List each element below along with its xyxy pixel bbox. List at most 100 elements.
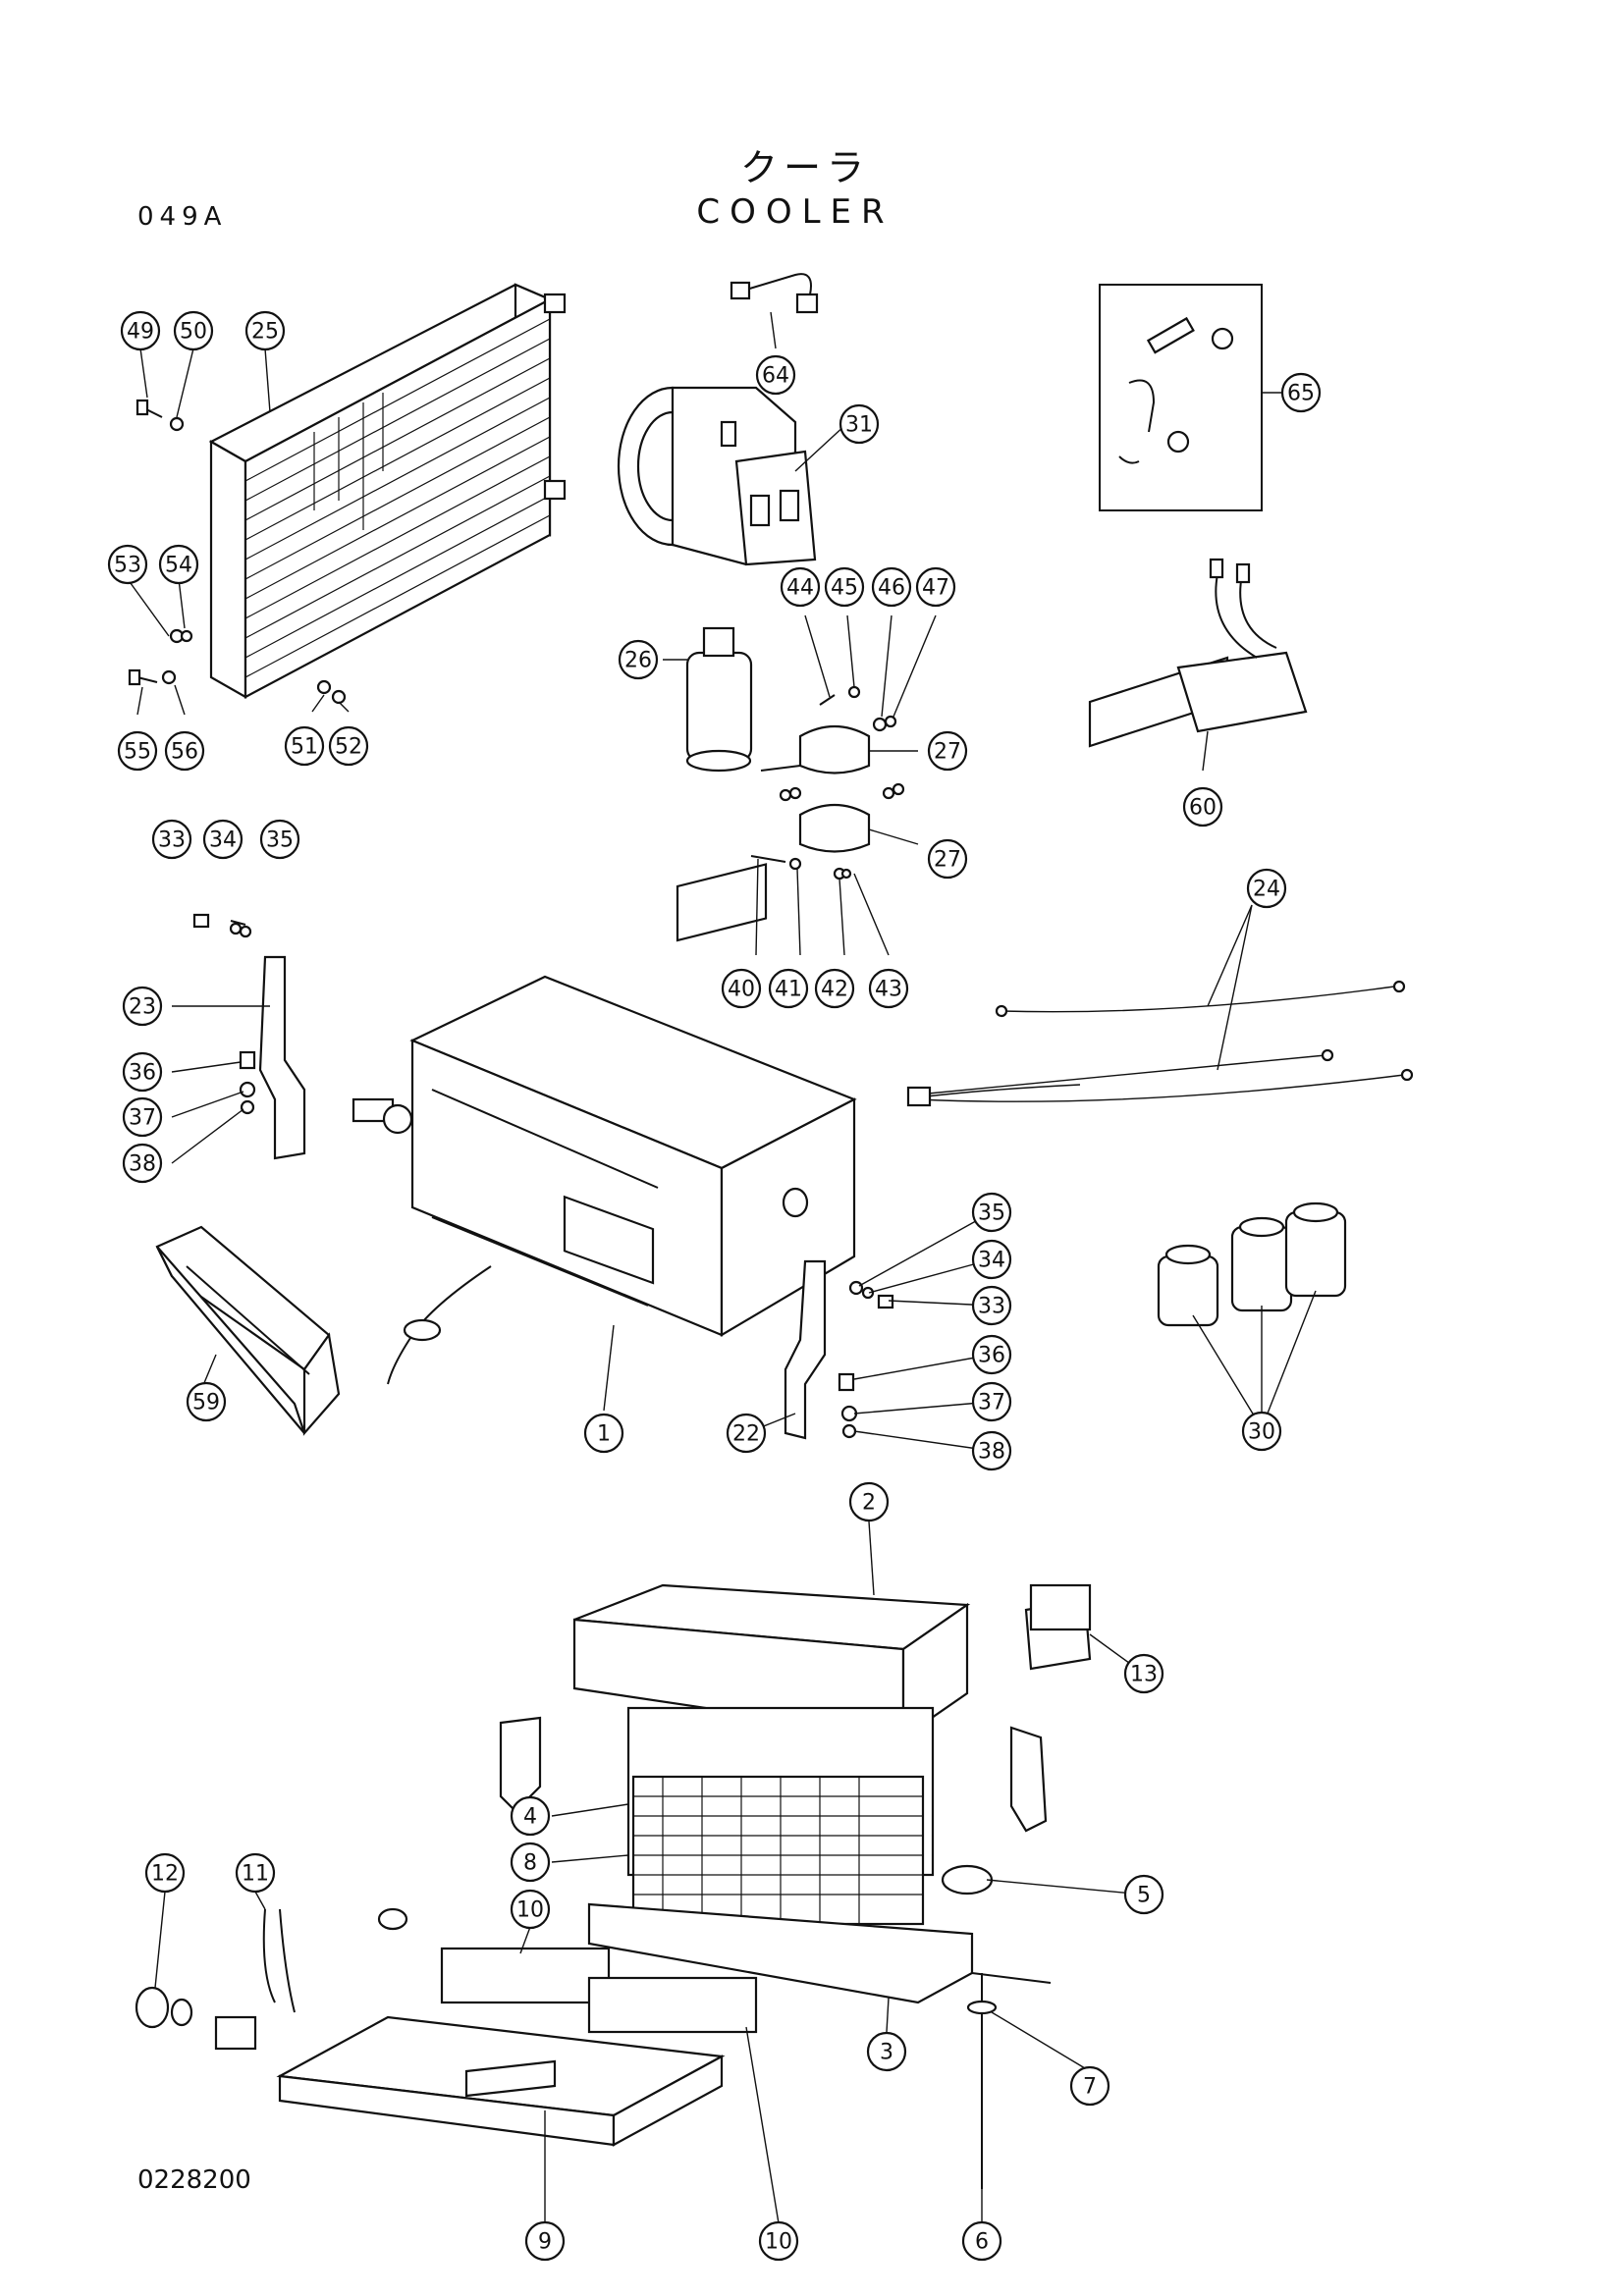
callout-label: 12 (151, 1862, 179, 1887)
callout-label: 43 (875, 978, 902, 1002)
callout-label: 36 (978, 1344, 1005, 1368)
receiver-drier-drawing (685, 626, 905, 881)
callout-4: 4 (510, 1795, 551, 1837)
callout-label: 41 (775, 978, 802, 1002)
title-japanese: クーラ (739, 146, 870, 189)
callout-46: 46 (871, 566, 912, 608)
callout-label: 5 (1137, 1884, 1151, 1908)
callout-label: 49 (127, 320, 154, 345)
callout-56: 56 (164, 730, 205, 772)
callout-37: 37 (971, 1381, 1012, 1422)
callout-label: 59 (192, 1391, 220, 1415)
callout-41: 41 (768, 968, 809, 1009)
callout-12: 12 (144, 1852, 186, 1894)
callout-34: 34 (971, 1239, 1012, 1280)
callout-label: 35 (266, 828, 294, 853)
compressor-drawing (617, 386, 817, 566)
callout-40: 40 (721, 968, 762, 1009)
callout-label: 46 (878, 576, 905, 601)
cooler-unit-drawing (352, 863, 857, 1385)
callout-43: 43 (868, 968, 909, 1009)
callout-label: 51 (291, 735, 318, 760)
blower-housing-drawing (499, 1583, 1092, 2004)
callout-label: 27 (934, 848, 961, 873)
callout-label: 52 (335, 735, 362, 760)
callout-label: 60 (1189, 796, 1217, 821)
mounting-bracket-drawing (192, 913, 894, 1440)
callout-label: 2 (862, 1491, 876, 1516)
callout-label: 10 (516, 1898, 544, 1923)
callout-label: 33 (158, 828, 186, 853)
callout-9: 9 (524, 2220, 566, 2262)
callout-53: 53 (107, 544, 148, 585)
callout-label: 3 (880, 2041, 893, 2065)
callout-54: 54 (158, 544, 199, 585)
callout-label: 31 (845, 413, 873, 438)
callout-13: 13 (1123, 1653, 1164, 1694)
callout-label: 64 (762, 364, 789, 389)
callout-5: 5 (1123, 1874, 1164, 1915)
callout-49: 49 (120, 310, 161, 351)
condenser-bolts-drawing (128, 399, 347, 705)
title-english: COOLER (696, 192, 894, 232)
callout-33: 33 (151, 819, 192, 860)
callout-label: 6 (975, 2230, 989, 2255)
callout-60: 60 (1182, 786, 1223, 828)
callout-label: 36 (129, 1061, 156, 1086)
callout-27: 27 (927, 730, 968, 772)
callout-label: 13 (1130, 1663, 1158, 1687)
callout-label: 35 (978, 1201, 1005, 1226)
condenser-drawing (208, 283, 567, 699)
callout-37: 37 (122, 1096, 163, 1138)
callout-36: 36 (971, 1334, 1012, 1375)
callout-64: 64 (755, 354, 796, 396)
callout-11: 11 (235, 1852, 276, 1894)
callout-30: 30 (1241, 1411, 1282, 1452)
callout-label: 38 (129, 1152, 156, 1177)
callout-1: 1 (583, 1413, 624, 1454)
page-code: 049A (137, 202, 228, 232)
callout-layer: 1234567891010111213222324252627273031333… (107, 310, 1322, 2262)
callout-label: 24 (1253, 878, 1280, 902)
callout-10: 10 (510, 1889, 551, 1930)
callout-6: 6 (961, 2220, 1002, 2262)
callout-label: 25 (251, 320, 279, 345)
leader-lines (127, 311, 1317, 2224)
callout-label: 22 (732, 1422, 760, 1447)
callout-label: 53 (114, 554, 141, 578)
callout-label: 54 (165, 554, 192, 578)
callout-65: 65 (1280, 372, 1322, 413)
callout-label: 33 (978, 1295, 1005, 1319)
callout-25: 25 (244, 310, 286, 351)
callout-50: 50 (173, 310, 214, 351)
callout-55: 55 (117, 730, 158, 772)
callout-label: 27 (934, 740, 961, 765)
callout-36: 36 (122, 1051, 163, 1093)
drawing-number: 0228200 (137, 2165, 251, 2195)
callout-31: 31 (839, 403, 880, 445)
callout-22: 22 (726, 1413, 767, 1454)
callout-52: 52 (328, 725, 369, 767)
callout-label: 34 (209, 828, 237, 853)
callout-24: 24 (1246, 868, 1287, 909)
callout-51: 51 (284, 725, 325, 767)
callout-label: 8 (523, 1851, 537, 1876)
callout-label: 7 (1083, 2075, 1097, 2100)
callout-34: 34 (202, 819, 243, 860)
callout-label: 30 (1248, 1420, 1275, 1445)
callout-10: 10 (758, 2220, 799, 2262)
air-duct-drawing (155, 1225, 341, 1436)
callout-label: 34 (978, 1249, 1005, 1273)
callout-35: 35 (971, 1192, 1012, 1233)
bracket-drawing (1088, 558, 1308, 748)
callout-label: 42 (821, 978, 848, 1002)
callout-label: 55 (124, 740, 151, 765)
callout-33: 33 (971, 1285, 1012, 1326)
callout-38: 38 (122, 1143, 163, 1184)
callout-35: 35 (259, 819, 300, 860)
hose-fitting-drawing (730, 273, 819, 314)
callout-label: 47 (922, 576, 949, 601)
callout-label: 37 (978, 1391, 1005, 1415)
callout-26: 26 (618, 639, 659, 680)
